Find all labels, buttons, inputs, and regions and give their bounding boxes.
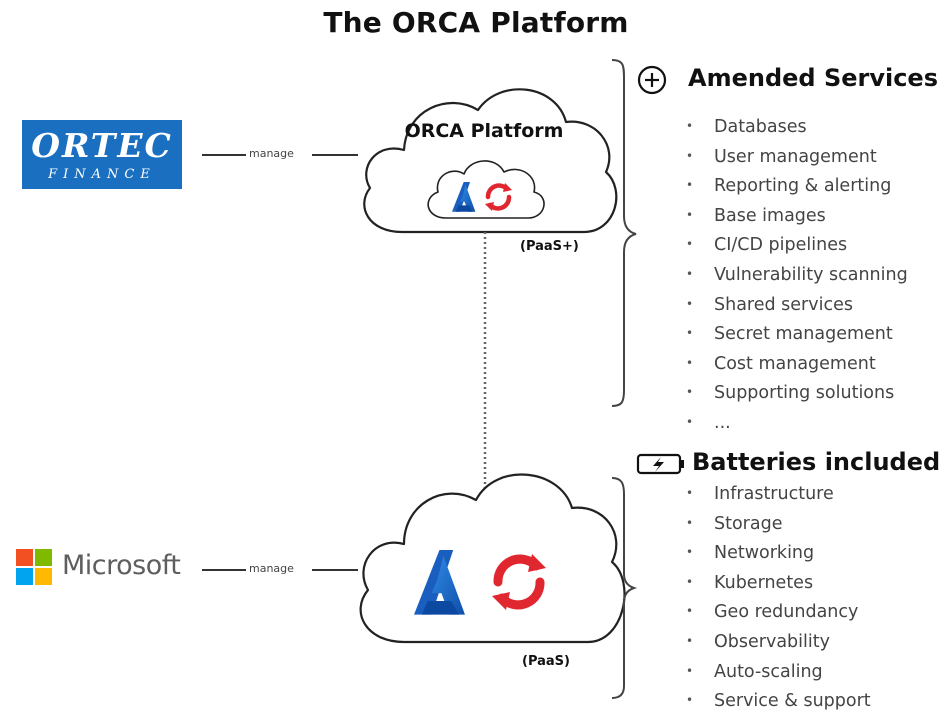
top-cloud-title: ORCA Platform — [404, 120, 564, 142]
microsoft-logo-yellow — [35, 568, 52, 585]
battery-icon — [636, 453, 684, 475]
ortec-manage-label: manage — [246, 147, 297, 160]
top-cloud-shape — [363, 88, 618, 234]
plus-circle-icon — [637, 65, 667, 95]
list-item: Service & support — [686, 686, 871, 716]
list-item: Observability — [686, 627, 871, 657]
microsoft-logo-blue — [16, 568, 33, 585]
amended-services-heading: Amended Services — [688, 64, 938, 92]
list-item: Kubernetes — [686, 568, 871, 598]
batteries-included-heading: Batteries included — [692, 448, 941, 476]
list-item: User management — [686, 142, 908, 172]
list-item: Supporting solutions — [686, 378, 908, 408]
microsoft-logo-red — [16, 549, 33, 566]
list-item: Vulnerability scanning — [686, 260, 908, 290]
list-item: Cost management — [686, 349, 908, 379]
amended-services-list: Databases User management Reporting & al… — [686, 112, 908, 438]
list-item: Storage — [686, 509, 871, 539]
list-item: Shared services — [686, 290, 908, 320]
list-item: Geo redundancy — [686, 597, 871, 627]
page-title: The ORCA Platform — [323, 6, 629, 39]
microsoft-manage-label: manage — [246, 562, 297, 575]
ortec-logo-subtitle: FINANCE — [48, 167, 156, 182]
list-item: CI/CD pipelines — [686, 230, 908, 260]
batteries-brace — [611, 477, 638, 699]
ortec-finance-logo: ORTEC FINANCE — [22, 120, 182, 189]
ortec-logo-wordmark: ORTEC — [31, 126, 173, 165]
bottom-cloud-shape — [359, 473, 626, 644]
list-item: Databases — [686, 112, 908, 142]
microsoft-wordmark: Microsoft — [62, 550, 181, 581]
list-item: Reporting & alerting — [686, 171, 908, 201]
amended-brace — [611, 59, 637, 407]
list-item: Base images — [686, 201, 908, 231]
paas-plus-tag: (PaaS+) — [520, 239, 579, 254]
list-item: Networking — [686, 538, 871, 568]
batteries-included-list: Infrastructure Storage Networking Kubern… — [686, 479, 871, 716]
list-item: Auto-scaling — [686, 657, 871, 687]
paas-tag: (PaaS) — [522, 654, 570, 669]
microsoft-logo-green — [35, 549, 52, 566]
list-item: Secret management — [686, 319, 908, 349]
list-item: ... — [686, 408, 908, 438]
list-item: Infrastructure — [686, 479, 871, 509]
